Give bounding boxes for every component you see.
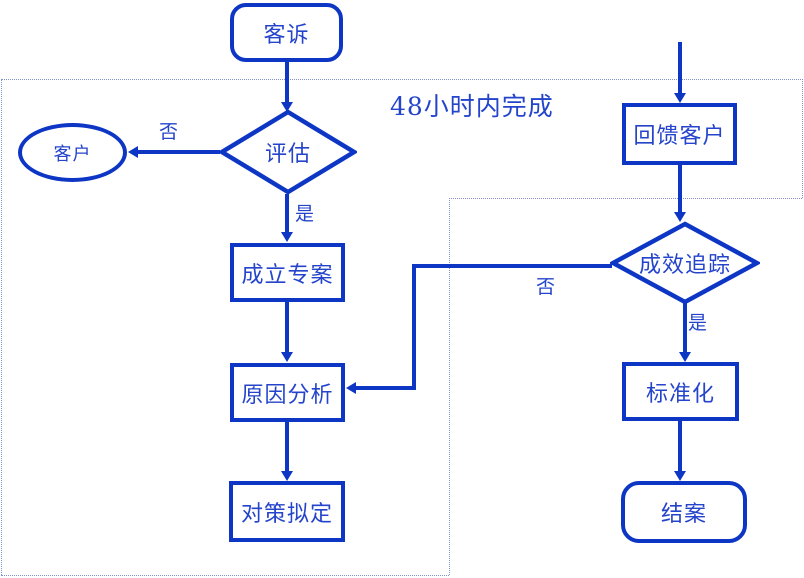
node-customer: 客户 [18, 123, 127, 182]
edge-feedback-tracking-arrowhead [674, 212, 686, 222]
edge-tracking-analysis-segment-h1 [412, 264, 612, 268]
node-project-label: 成立专案 [241, 262, 334, 288]
edge-label-tracking-yes: 是 [688, 312, 708, 334]
region-label-48h: 48小时内完成 [390, 92, 554, 121]
edge-tracking-analysis-segment-v [412, 264, 416, 390]
edge-evaluate-project-arrowhead [281, 232, 293, 242]
node-complaint-label: 客诉 [263, 22, 310, 48]
edge-complaint-evaluate-arrowhead [281, 102, 293, 112]
node-countermeasure: 对策拟定 [229, 481, 345, 542]
region-border-top [1, 79, 803, 80]
edge-complaint-evaluate-line [285, 62, 289, 102]
region-border-inner-vertical [449, 198, 450, 575]
edge-evaluate-project-line [285, 194, 289, 232]
node-standardize-label: 标准化 [645, 381, 715, 407]
node-customer-label: 客户 [53, 143, 92, 165]
node-countermeasure-label: 对策拟定 [240, 501, 333, 527]
edge-evaluate-customer-arrowhead [128, 146, 138, 158]
edge-tracking-analysis-arrowhead [346, 382, 356, 394]
edge-standardize-close-line [678, 421, 682, 471]
edge-label-evaluate-yes: 是 [295, 203, 315, 225]
node-close: 结案 [621, 481, 747, 543]
edge-top-feedback-arrowhead [674, 93, 686, 103]
edge-tracking-standardize-line [683, 302, 687, 352]
evaluate-diamond-shape [219, 109, 357, 195]
node-evaluate: 评估 [219, 109, 357, 195]
edge-standardize-close-arrowhead [674, 471, 686, 481]
region-border-inner-horizontal [449, 198, 802, 199]
edge-feedback-tracking-line [678, 165, 682, 212]
region-border-right-upper [802, 79, 803, 198]
edge-label-evaluate-no: 否 [159, 121, 179, 143]
node-feedback: 回馈客户 [622, 103, 737, 165]
node-tracking: 成效追踪 [610, 221, 760, 305]
edge-top-feedback-line [678, 42, 682, 93]
edge-analysis-countermeasure-arrowhead [281, 471, 293, 481]
edge-tracking-standardize-arrowhead [679, 352, 691, 362]
node-analysis-label: 原因分析 [241, 382, 334, 408]
region-border-bottom [1, 575, 449, 576]
node-tracking-label: 成效追踪 [638, 253, 731, 278]
edge-label-tracking-no: 否 [536, 276, 556, 298]
region-border-left [1, 79, 2, 575]
edge-tracking-analysis-segment-h2 [356, 386, 416, 390]
edge-project-analysis-line [285, 302, 289, 352]
node-project: 成立专案 [230, 243, 345, 302]
edge-project-analysis-arrowhead [281, 352, 293, 362]
node-standardize: 标准化 [622, 362, 739, 421]
edge-evaluate-customer-line [138, 150, 220, 154]
node-evaluate-label: 评估 [264, 142, 311, 167]
node-analysis: 原因分析 [230, 363, 345, 422]
node-close-label: 结案 [660, 502, 707, 527]
edge-analysis-countermeasure-line [285, 422, 289, 471]
node-complaint: 客诉 [230, 3, 343, 62]
node-feedback-label: 回馈客户 [633, 124, 726, 149]
